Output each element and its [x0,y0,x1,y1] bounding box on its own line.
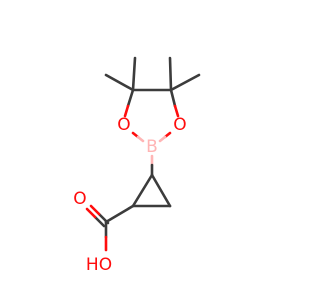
bond-c-o-right-b [173,104,180,118]
atom-hydroxyl: HO [86,255,112,275]
bond-c-o-left-b [123,104,130,118]
bond-ring-to-carboxyl [104,204,135,224]
bond-o-b-left-b [136,135,145,143]
atom-oxygen-right: O [173,115,186,135]
atom-oxygen-left: O [117,115,130,135]
bond-carbonyl-1b [89,204,101,216]
bond-methyl-4 [169,73,201,92]
bond-methyl-3 [168,56,173,92]
bond-cyclopropane-1 [131,173,154,208]
bond-c-o-left-a [126,88,135,108]
atom-boron: B [146,137,158,157]
bond-methyl-1 [104,73,135,92]
atom-carbonyl-oxygen: O [73,189,86,209]
bond-c-o-right-a [169,88,177,108]
bond-carbonyl-2b [85,207,97,219]
bond-cyclopropane-2 [150,173,172,208]
molecule-structure: O O B O HO [73,56,201,275]
bond-carbonyl-2a [93,215,106,228]
bond-o-b-right-b [158,135,167,143]
bond-methyl-2 [131,56,137,92]
